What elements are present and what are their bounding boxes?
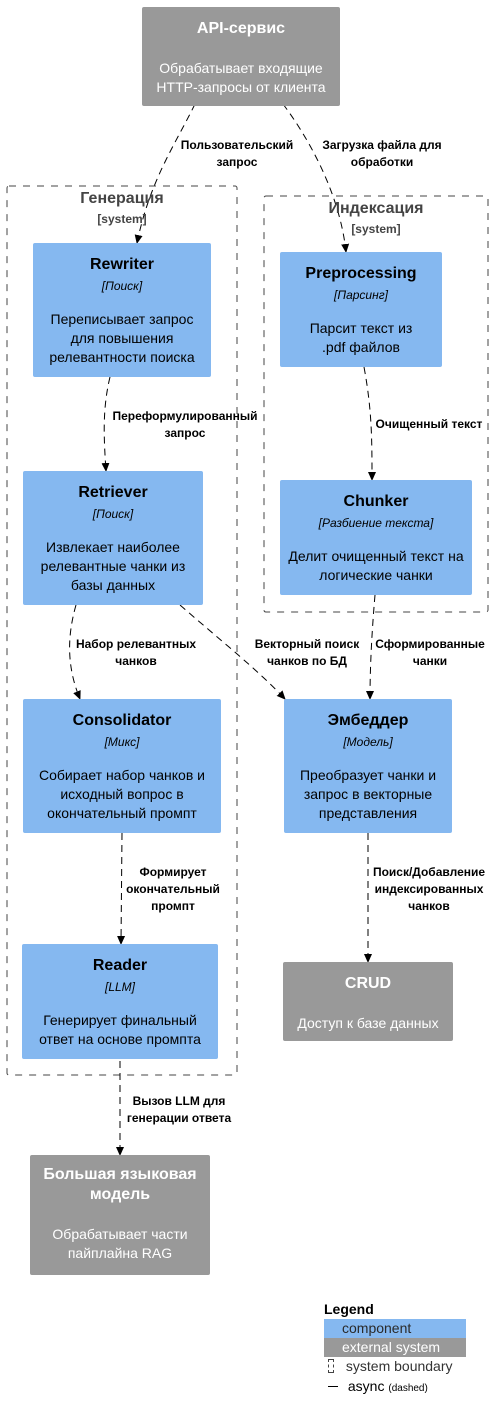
node-title: Consolidator (72, 712, 172, 729)
legend-async-note: (dashed) (388, 1383, 428, 1394)
edge-formed-chunks (366, 594, 376, 700)
legend-async-line-icon (328, 1386, 338, 1387)
edge-user-request (134, 103, 196, 244)
node-crud: CRUD Доступ к базе данных (283, 962, 453, 1041)
node-title: CRUD (344, 975, 392, 992)
node-description: Делит очищенный текст на логические чанк… (288, 548, 464, 583)
boundary-indexing (263, 195, 489, 613)
node-technology: [LLM] (104, 980, 135, 994)
edge-file-upload (282, 103, 350, 253)
edge-label-cleaned-text: Очищенный текст (375, 417, 483, 431)
edge-label-vector-search: Векторный поиск чанков по БД (254, 637, 360, 668)
node-title: API-сервис (196, 20, 286, 37)
edge-label-final-prompt: Формирует окончательный промпт (126, 865, 220, 913)
node-description: Извлекает наиболее релевантные чанки из … (40, 539, 186, 593)
node-technology: [Разбиение текста] (318, 516, 434, 530)
edge-relevant-set (69, 604, 81, 700)
edge-label-reformulated: Переформулированный запрос (112, 409, 258, 440)
edge-label-file-upload: Загрузка файла для обработки (322, 138, 442, 169)
boundary-indexing-title: Индексация (328, 200, 424, 217)
legend-async: async (dashed) (324, 1377, 474, 1396)
legend-component: component (324, 1319, 466, 1338)
legend-system-boundary: system boundary (324, 1357, 474, 1376)
legend-async-label: async (347, 1378, 385, 1394)
node-retriever: Retriever [Поиск] Извлекает наиболее рел… (23, 471, 203, 605)
node-chunker: Chunker [Разбиение текста] Делит очищенн… (280, 480, 472, 595)
node-reader: Reader [LLM] Генерирует финальный ответ … (22, 944, 218, 1059)
node-description: Генерирует финальный ответ на основе про… (39, 1012, 201, 1047)
node-title: Большая языковая модель (43, 1166, 197, 1203)
node-title: Эмбеддер (327, 712, 409, 729)
node-description: Обрабатывает части пайплайна RAG (52, 1226, 188, 1261)
node-rewriter: Rewriter [Поиск] Переписывает запрос для… (33, 243, 211, 377)
edge-label-search-add: Поиск/Добавление индексированных чанков (372, 865, 486, 913)
node-title: Retriever (78, 484, 148, 501)
node-description: Переписывает запрос для повышения релева… (49, 311, 195, 365)
node-llm: Большая языковая модель Обрабатывает час… (30, 1155, 210, 1275)
node-title: Reader (92, 957, 148, 974)
edge-label-relevant-set: Набор релевантных чанков (75, 637, 197, 668)
node-title: Chunker (343, 493, 409, 510)
node-api-service: API-сервис Обрабатывает входящие HTTP-за… (142, 7, 340, 106)
node-technology: [Парсинг] (334, 288, 388, 302)
legend-external-label: external system (342, 1339, 441, 1355)
edge-reformulated (101, 376, 111, 472)
boundary-indexing-type: [system] (351, 222, 401, 236)
legend-title: Legend (324, 1301, 374, 1317)
boundary-generation (6, 185, 238, 1076)
legend-external-system: external system (324, 1338, 466, 1357)
edge-label-user-request: Пользовательский запрос (180, 138, 294, 169)
node-consolidator: Consolidator [Микс] Собирает набор чанко… (23, 699, 221, 833)
node-technology: [Поиск] (92, 507, 134, 521)
node-preprocessing: Preprocessing [Парсинг] Парсит текст из … (280, 252, 442, 367)
edge-label-llm-call: Вызов LLM для генерации ответа (126, 1094, 232, 1125)
node-description: Обрабатывает входящие HTTP-запросы от кл… (156, 60, 326, 95)
edge-cleaned-text (363, 366, 376, 481)
node-description: Собирает набор чанков и исходный вопрос … (39, 767, 205, 821)
edge-vector-search (179, 604, 286, 700)
node-description: Доступ к базе данных (297, 1015, 439, 1031)
node-description: Парсит текст из .pdf файлов (309, 320, 413, 355)
boundary-generation-type: [system] (97, 212, 147, 226)
boundary-generation-title: Генерация (80, 190, 164, 207)
node-title: Rewriter (89, 256, 155, 273)
node-technology: [Поиск] (101, 279, 143, 293)
legend-boundary-icon (328, 1359, 334, 1373)
legend-boundary-label: system boundary (345, 1358, 453, 1374)
edge-label-formed-chunks: Сформированные чанки (375, 637, 485, 668)
node-technology: [Модель] (343, 735, 393, 749)
edge-final-prompt (117, 832, 126, 945)
node-technology: [Микс] (104, 735, 140, 749)
legend-component-label: component (342, 1320, 412, 1336)
node-embedder: Эмбеддер [Модель] Преобразует чанки и за… (284, 699, 452, 833)
node-description: Преобразует чанки и запрос в векторные п… (299, 767, 437, 821)
node-title: Preprocessing (305, 265, 417, 282)
